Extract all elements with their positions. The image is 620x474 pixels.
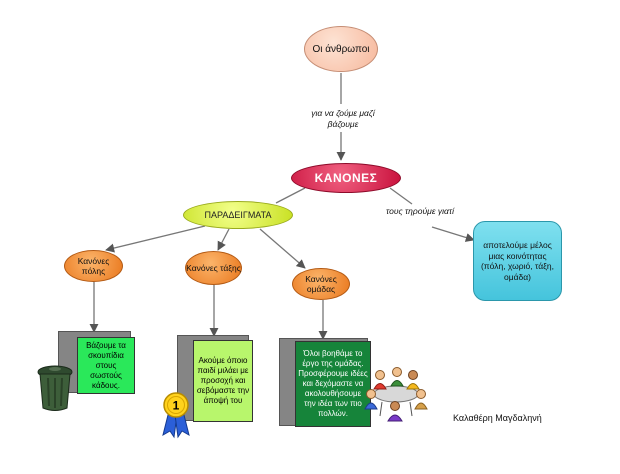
award-ribbon-icon: 1	[162, 392, 190, 439]
root-node: Οι άνθρωποι	[304, 26, 378, 72]
link-rules-examples	[275, 187, 306, 204]
class-rule-card: Ακούμε όποιο παιδί μιλάει με προσοχή και…	[177, 335, 255, 427]
badge-number: 1	[173, 399, 180, 413]
link-label-root-rules: για να ζούμε μαζί βάζουμε	[311, 108, 375, 129]
rules-node: ΚΑΝΟΝΕΣ	[291, 163, 401, 193]
team-rule-text: Όλοι βοηθάμε το έργο της ομάδας. Προσφέρ…	[295, 341, 371, 427]
city-rule-text: Βάζουμε τα σκουπίδια στους σωστούς κάδου…	[77, 337, 135, 394]
team-meeting-icon	[364, 367, 428, 422]
trash-bin-icon	[37, 365, 73, 411]
class-rules-node: Κανόνες τάξης	[185, 251, 242, 285]
team-rule-card: Όλοι βοηθάμε το έργο της ομάδας. Προσφέρ…	[279, 338, 374, 432]
author-credit: Καλαθέρη Μαγδαληνή	[453, 413, 542, 423]
class-rule-text: Ακούμε όποιο παιδί μιλάει με προσοχή και…	[193, 340, 253, 422]
team-rules-node: Κανόνες ομάδας	[292, 268, 350, 300]
link-rules-community-lower	[431, 226, 475, 242]
city-rule-card: Βάζουμε τα σκουπίδια στους σωστούς κάδου…	[58, 331, 137, 399]
link-examples-team	[259, 228, 306, 269]
link-label-rules-community: τους τηρούμε γιατί	[386, 206, 454, 216]
community-node: αποτελούμε μέλος μιας κοινότητας (πόλη, …	[473, 221, 562, 301]
city-rules-node: Κανόνες πόλης	[64, 250, 123, 282]
examples-node: ΠΑΡΑΔΕΙΓΜΑΤΑ	[183, 201, 293, 229]
link-examples-class	[217, 228, 230, 251]
link-examples-city	[105, 225, 206, 253]
link-rules-community-upper	[389, 187, 413, 205]
